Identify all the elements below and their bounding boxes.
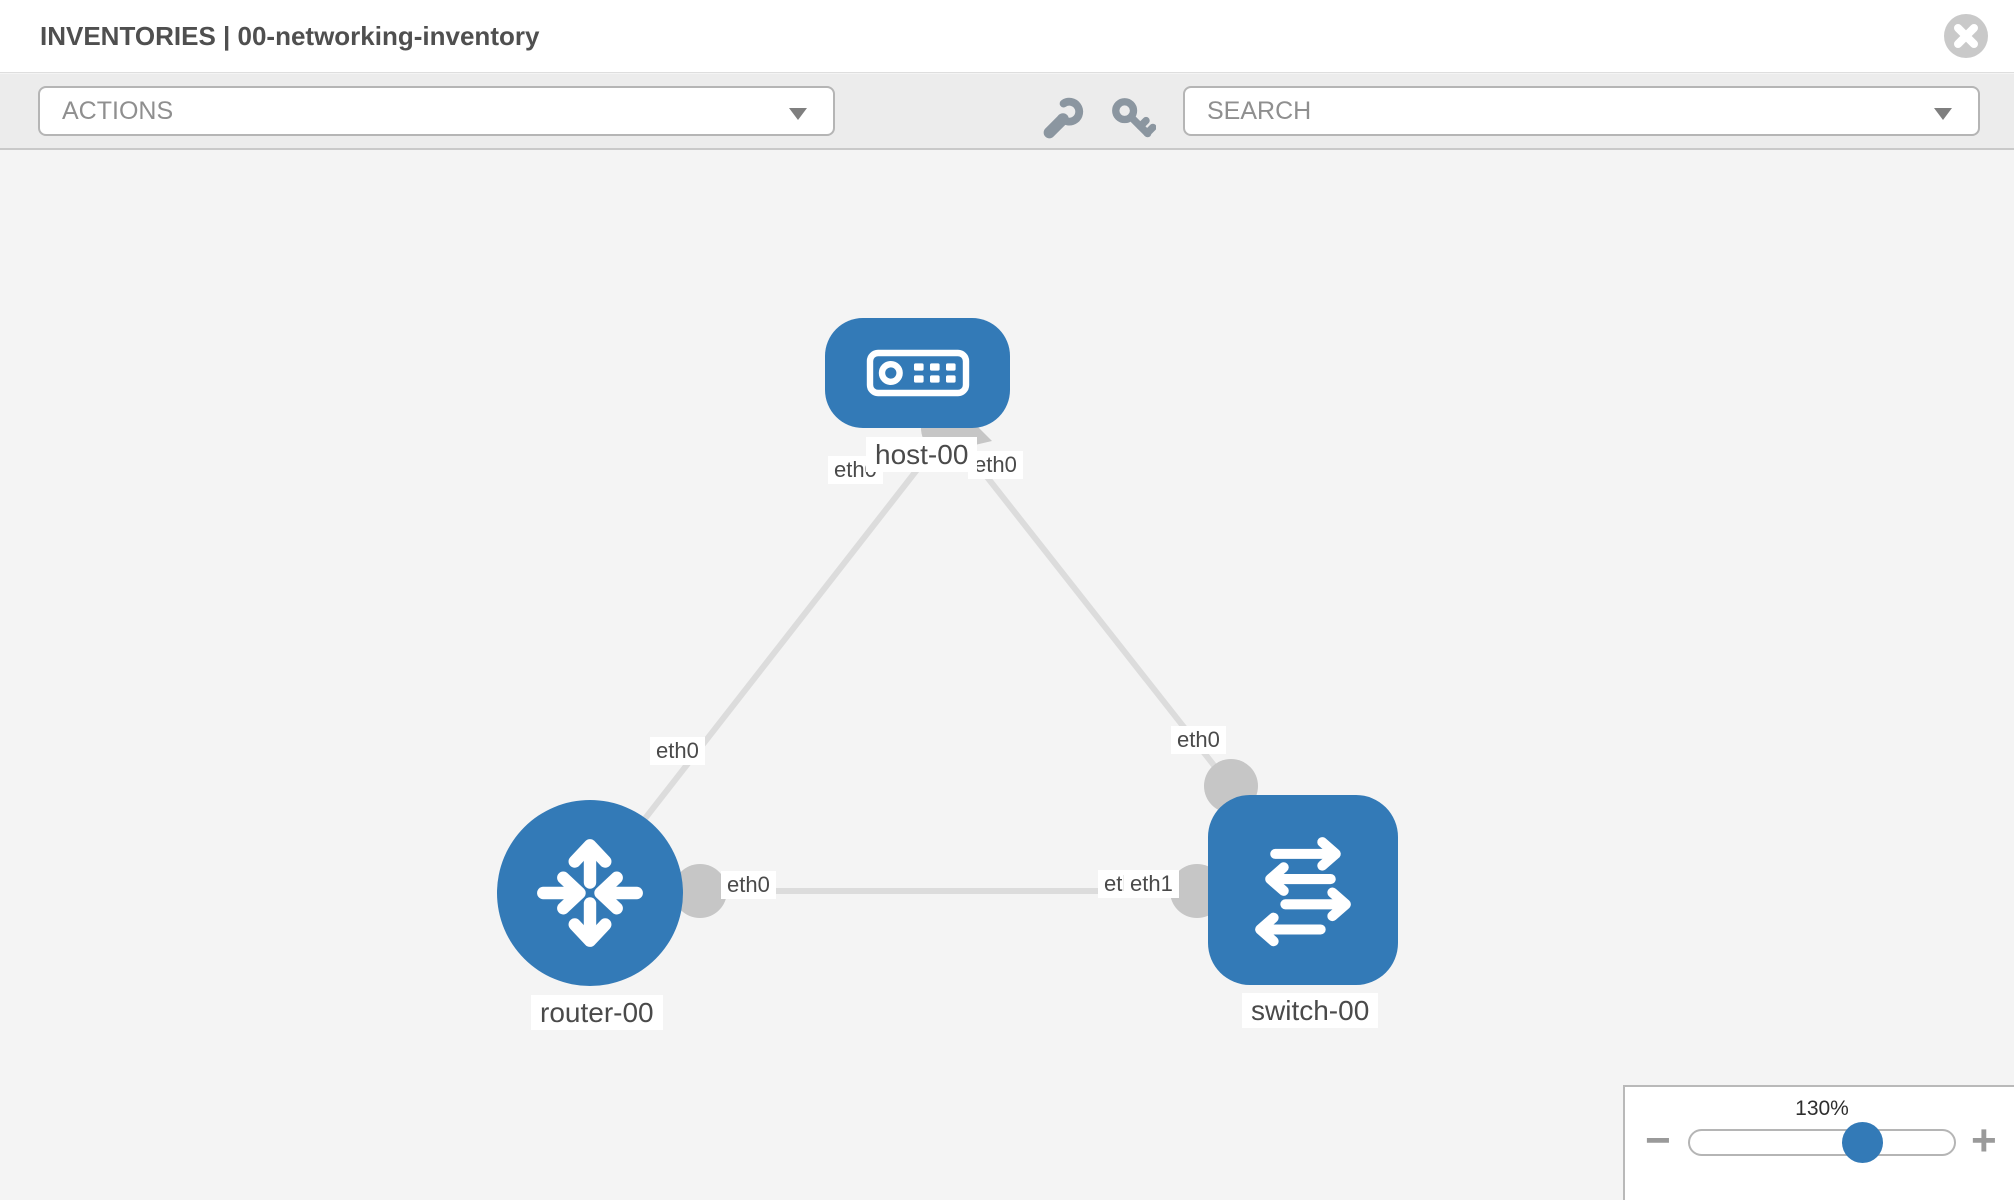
node-host-00[interactable] — [825, 318, 1010, 428]
interface-label-switch-eth1: eth1 — [1124, 870, 1179, 898]
topology-canvas[interactable] — [0, 150, 2014, 1200]
link-host-router[interactable] — [637, 428, 951, 827]
server-icon — [866, 349, 969, 397]
actions-dropdown-label: ACTIONS — [62, 97, 174, 125]
router-arrows-icon — [537, 839, 643, 947]
wrench-button[interactable] — [1040, 96, 1086, 142]
close-button[interactable] — [1944, 14, 1988, 58]
interface-label-router-eth0-right: eth0 — [721, 871, 776, 899]
zoom-panel: 130% − + — [1623, 1085, 2014, 1200]
page-title: INVENTORIES | 00-networking-inventory — [40, 21, 540, 51]
toolbar: ACTIONS SEARCH — [0, 74, 2014, 150]
chevron-down-icon — [789, 108, 807, 120]
key-icon — [1112, 98, 1157, 138]
port-router-right — [673, 864, 727, 918]
zoom-percent-value: 130% — [1795, 1097, 1849, 1120]
zoom-in-button[interactable]: + — [1971, 1116, 1997, 1165]
close-icon — [1954, 24, 1978, 48]
zoom-slider-track[interactable] — [1688, 1122, 1956, 1163]
interface-label-router-eth0-top: eth0 — [650, 737, 705, 765]
switch-arrows-icon — [1255, 837, 1351, 947]
chevron-down-icon — [1934, 108, 1952, 120]
key-button[interactable] — [1110, 96, 1157, 142]
zoom-slider-thumb[interactable] — [1842, 1122, 1883, 1163]
search-dropdown[interactable]: SEARCH — [1183, 86, 1980, 136]
wrench-icon — [1043, 97, 1084, 139]
header-bar: INVENTORIES | 00-networking-inventory — [0, 0, 2014, 73]
node-label-router: router-00 — [531, 995, 663, 1030]
interface-label-switch-eth0-top: eth0 — [1171, 726, 1226, 754]
node-switch-00[interactable] — [1208, 795, 1398, 985]
search-dropdown-label: SEARCH — [1207, 97, 1312, 125]
node-label-switch: switch-00 — [1242, 993, 1379, 1028]
interface-label-host-eth0-right: eth0 — [968, 451, 1023, 479]
node-router-00[interactable] — [497, 800, 683, 986]
actions-dropdown[interactable]: ACTIONS — [38, 86, 835, 136]
zoom-out-button[interactable]: − — [1645, 1116, 1671, 1165]
node-label-host: host-00 — [866, 437, 978, 472]
